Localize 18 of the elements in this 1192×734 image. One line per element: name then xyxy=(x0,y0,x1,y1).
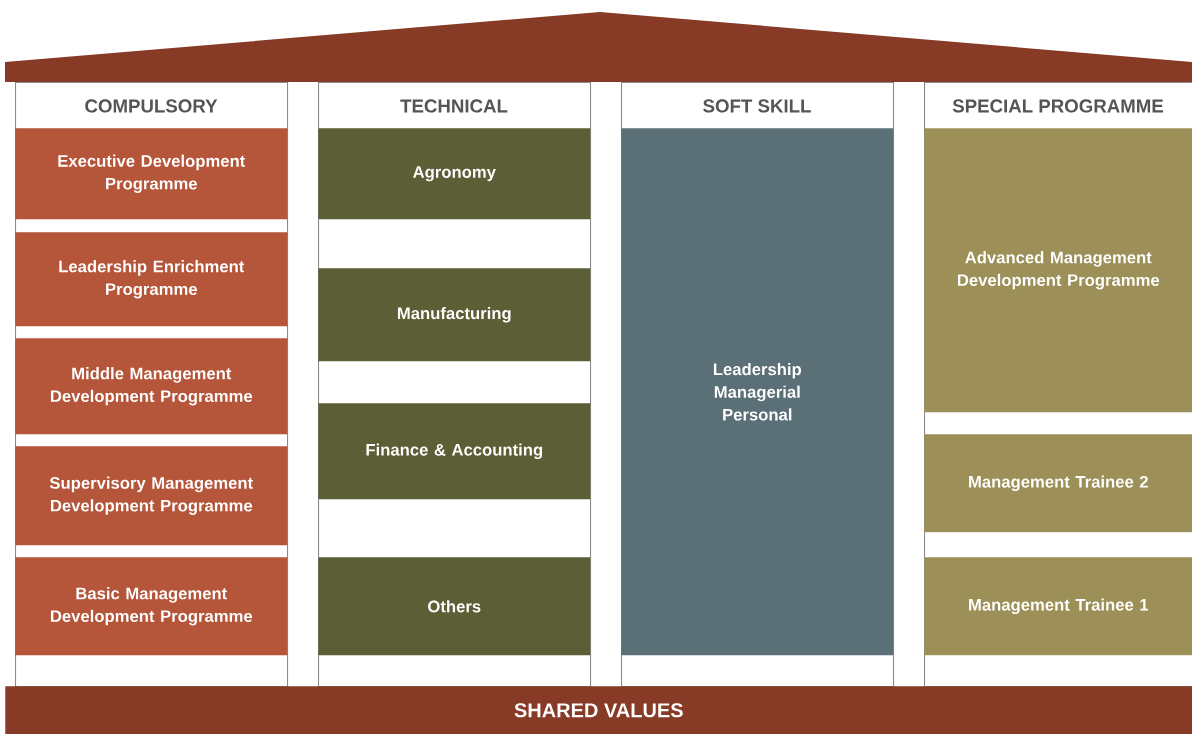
base-band: SHARED VALUES xyxy=(5,686,1192,734)
column-heading: TECHNICAL xyxy=(400,99,508,113)
program-box: Leadership Managerial Personal xyxy=(621,128,894,656)
program-box: Management Trainee 1 xyxy=(924,557,1192,656)
program-box: Others xyxy=(318,557,591,656)
program-box: Leadership Enrichment Programme xyxy=(15,232,288,327)
column-heading: SOFT SKILL xyxy=(703,99,811,113)
program-box: Basic Management Development Programme xyxy=(15,557,288,656)
program-box: Agronomy xyxy=(318,128,591,220)
program-box: Management Trainee 2 xyxy=(924,434,1192,533)
program-box: Supervisory Management Development Programme xyxy=(15,446,288,546)
column-heading: SPECIAL PROGRAMME xyxy=(952,99,1164,113)
program-box: Manufacturing xyxy=(318,268,591,362)
program-box: Advanced Management Development Programme xyxy=(924,128,1192,413)
program-box: Finance & Accounting xyxy=(318,403,591,500)
program-box: Executive Development Programme xyxy=(15,128,288,220)
column-heading: COMPULSORY xyxy=(85,99,218,113)
program-box: Middle Management Development Programme xyxy=(15,338,288,435)
